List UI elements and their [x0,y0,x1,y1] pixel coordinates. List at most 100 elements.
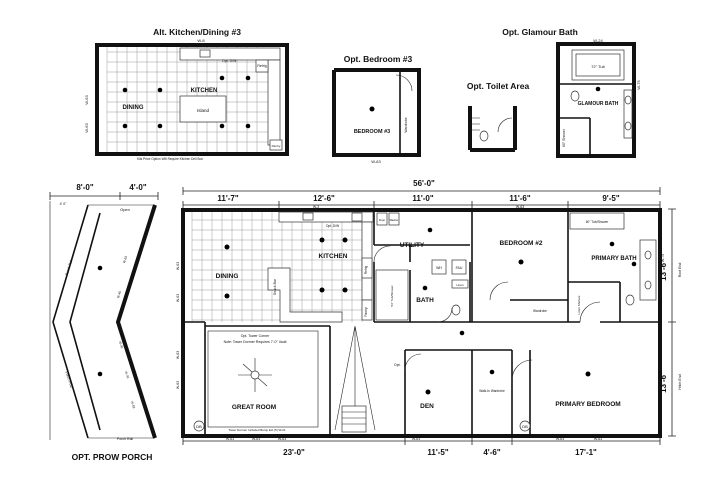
refrigerator [255,59,269,73]
alt-dw-label: Opt. D/W [222,59,237,63]
roof-end-label: Roof End [678,263,682,278]
alt-pantry-label: Pantry [272,144,281,148]
right-dim-2: 13'-6" [659,371,668,393]
washer [388,212,400,226]
alt-window-left-1: W-63 [84,94,89,104]
svg-text:FAU: FAU [456,266,463,270]
porch-dim-8ft: 8'-0" [76,183,93,192]
svg-text:DB: DB [522,424,528,429]
svg-text:Linen Shelves: Linen Shelves [577,295,581,314]
right-dim-1: 13'-6" [659,259,668,281]
room-bedroom2: BEDROOM #2 [500,240,543,247]
den-opt-label: Opt. [394,363,401,367]
top-dim-5: 9'-5" [602,194,619,203]
pantry-label: Pantry [364,307,368,317]
room-den: DEN [420,403,434,410]
hitch-end-label: Hitch End [678,374,682,389]
svg-text:Dryer: Dryer [379,218,385,222]
dryer [376,212,388,226]
walk-in-wardrobe-label: Walk-In Wardrobe [479,389,505,393]
glamour-vanity [623,89,633,139]
bedroom3-window: W-63 [371,159,381,164]
svg-text:W-63: W-63 [122,255,128,264]
glamour-bath-plan: 72" Tub GLAMOUR BATH 60" Shower W-24 W-7… [556,38,641,158]
glamour-tub-inner [575,53,621,77]
alt-window-left-2: W-63 [84,122,89,132]
porch-post-label: Porch Post [64,371,73,389]
kitchen-counter-top [278,211,374,223]
svg-text:Linen: Linen [456,283,464,287]
porch-dim-4ft: 4'-0" [129,183,146,192]
bedroom3-title: Opt. Bedroom #3 [344,54,413,64]
svg-text:W-63: W-63 [176,294,180,302]
top-dim-1: 11'-7" [217,194,238,203]
bath-toilet [451,304,461,316]
alt-kitchen-plan: Island Refrig Opt. D/W Pantry KITCHEN DI… [84,38,289,161]
alt-kitchen-room-label: KITCHEN [191,88,218,94]
alt-refrig-label: Refrig [257,64,266,68]
kitchen-sink [302,212,314,221]
sink [199,49,211,58]
svg-text:W-63: W-63 [176,381,180,389]
top-dim-2: 12'-6" [313,194,335,203]
island [179,95,227,123]
alt-kitchen-walls [95,43,289,156]
porch-four-foot: 4' 0" [60,202,68,206]
svg-text:Opt. Tower Corner: Opt. Tower Corner [241,334,270,338]
porch-rail-bottom: Porch Rail [117,437,133,441]
window-top-1: W-3 [313,205,319,209]
alt-pantry [269,139,283,151]
bedroom3-plan: BEDROOM #3 Wardrobe W-63 [332,68,421,164]
room-kitchen: KITCHEN [319,253,348,260]
prow-porch-title: OPT. PROW PORCH [72,452,153,462]
room-primary-bath: PRIMARY BATH [591,256,636,262]
furnace [451,259,467,275]
porch-open-label: Open [120,207,130,212]
toilet [479,130,489,142]
refrigerator-main [361,257,373,279]
svg-text:60" Tub/Shower: 60" Tub/Shower [586,220,610,224]
room-primary-bedroom: PRIMARY BEDROOM [555,401,620,408]
linen-cabinet [451,279,469,289]
db-marker-right [519,420,531,432]
bath-tub-shower [375,269,409,321]
room-dining: DINING [216,273,239,280]
svg-text:DB: DB [196,424,202,429]
svg-text:W-45: W-45 [118,340,124,349]
svg-text:W-75: W-75 [661,254,665,262]
svg-text:W-45: W-45 [124,370,130,379]
entry-stairs [341,405,367,433]
primary-tub-shower [569,212,625,230]
room-utility: UTILITY [400,242,425,249]
main-floor-plan: Refrig Pantry Opt. D/W Snack Bar Dryer W… [176,205,665,441]
svg-text:W-63: W-63 [594,437,602,441]
svg-text:W-63: W-63 [556,437,564,441]
svg-text:W-63: W-63 [130,400,136,409]
peninsula [267,267,343,323]
svg-text:54" Tub/Shower: 54" Tub/Shower [390,285,394,306]
top-dim-3: 11'-0" [412,194,433,203]
alt-kitchen-title: Alt. Kitchen/Dining #3 [153,27,241,37]
exterior-walls [181,208,662,438]
tower-corner-box [207,330,319,428]
svg-text:W-45: W-45 [116,290,122,299]
bottom-dim-2: 11'-5" [427,448,448,457]
svg-text:W-63: W-63 [176,351,180,359]
alt-dining-room-label: DINING [123,105,144,111]
window-top-2: W-63 [516,205,524,209]
glamour-toilet [570,90,580,102]
svg-text:W-63: W-63 [252,437,260,441]
refrig-label: Refrig [364,266,368,275]
svg-text:WH: WH [436,266,442,270]
bottom-dim-3: 4'-6" [483,448,500,457]
primary-toilet [625,294,635,306]
opt-dw-label: Opt. D/W [326,224,339,228]
kitchen-range [351,212,363,222]
toilet-area-title: Opt. Toilet Area [467,81,530,91]
main-dimensions: 56'-0" 11'-7" 12'-6" 11'-0" 11'-6" 9'-5"… [182,179,682,457]
svg-text:W-63: W-63 [278,437,286,441]
room-great-room: GREAT ROOM [232,404,276,411]
alt-kitchen-note: Kits Price Option Will Require Kitchen D… [137,157,203,161]
room-bath: BATH [416,297,434,304]
